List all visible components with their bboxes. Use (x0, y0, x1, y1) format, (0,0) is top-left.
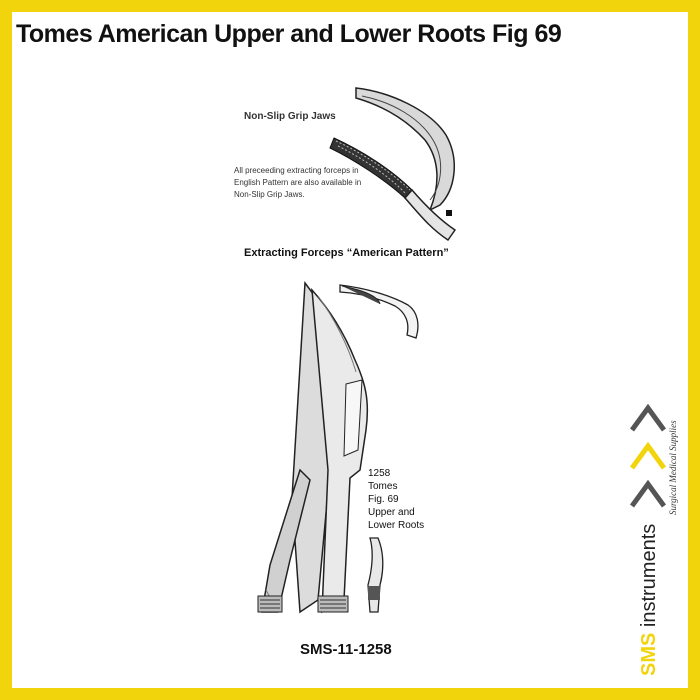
chevron-stack-icon (629, 403, 667, 508)
jaw-detail (339, 284, 419, 339)
grip-jaws-caption: Non-Slip Grip Jaws (244, 111, 336, 122)
page-title: Tomes American Upper and Lower Roots Fig… (16, 20, 562, 48)
forceps-side-view (367, 537, 384, 613)
description-line: 1258 (368, 468, 391, 479)
description-line: Lower Roots (368, 520, 425, 531)
description-line: Upper and (368, 507, 415, 518)
brand-name: SMS instruments (638, 524, 661, 676)
product-description: 1258 Tomes Fig. 69 Upper and Lower Roots (368, 467, 424, 532)
grip-jaws-closeup (329, 87, 457, 242)
description-line: Fig. 69 (368, 494, 399, 505)
product-code: SMS-11-1258 (300, 641, 392, 658)
forceps-main (257, 280, 369, 614)
brand-tagline: Surgical Medical Supplies (668, 420, 678, 515)
pattern-caption: Extracting Forceps “American Pattern” (244, 247, 449, 259)
description-line: Tomes (368, 481, 398, 492)
brand-suffix: instruments (638, 523, 660, 633)
brand-prefix: SMS (638, 632, 660, 676)
grip-jaws-note: All preceeding extracting forceps in Eng… (234, 166, 362, 199)
